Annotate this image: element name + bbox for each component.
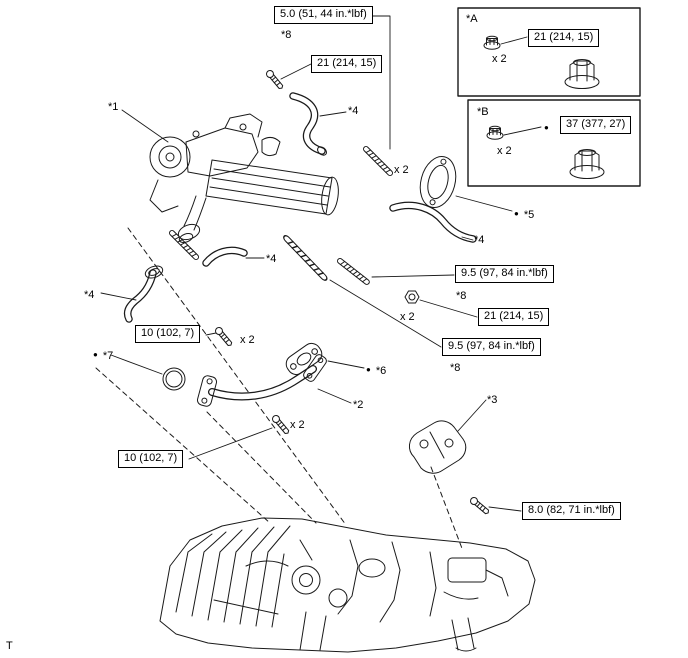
callout-5-text: *5 bbox=[523, 209, 535, 221]
part-nut-mid-icon bbox=[404, 290, 420, 304]
callout-2: *2 bbox=[353, 399, 364, 411]
callout-8-lower: *8 bbox=[450, 362, 461, 374]
x2-stud-top: x 2 bbox=[394, 164, 409, 176]
part-stud-top-icon bbox=[361, 144, 395, 178]
part-stud-long-icon bbox=[281, 233, 329, 283]
group-box-A bbox=[457, 7, 641, 97]
torque-spec-10-upper: 10 (102, 7) bbox=[135, 325, 201, 343]
callout-4-mid: *4 bbox=[266, 253, 277, 265]
part-stud-short-icon bbox=[335, 256, 371, 286]
bullet-icon: ● bbox=[93, 350, 98, 359]
torque-spec-37-boxB: 37 (377, 27) bbox=[560, 116, 632, 134]
callout-8-mid: *8 bbox=[456, 290, 467, 302]
callout-6-text: *6 bbox=[375, 365, 387, 377]
x2-bolt-lower: x 2 bbox=[290, 419, 305, 431]
torque-spec-21-mid: 21 (214, 15) bbox=[478, 308, 550, 326]
part-hose-mid bbox=[202, 246, 248, 267]
engine-illustration bbox=[159, 517, 536, 653]
callout-7-text: *7 bbox=[102, 350, 114, 362]
part-bolt-80-icon bbox=[468, 495, 491, 517]
callout-4-top: *4 bbox=[348, 105, 359, 117]
torque-spec-10-lower: 10 (102, 7) bbox=[118, 450, 184, 468]
torque-spec-21-top: 21 (214, 15) bbox=[311, 55, 383, 73]
callout-8-top: *8 bbox=[281, 29, 292, 41]
part-hose-left bbox=[123, 265, 164, 323]
install-path-lines bbox=[95, 227, 464, 552]
bullet-icon: ● bbox=[544, 123, 549, 132]
footer-mark: T bbox=[6, 640, 13, 652]
callout-B: *B bbox=[477, 106, 489, 118]
bullet-icon: ● bbox=[366, 365, 371, 374]
group-box-B bbox=[467, 99, 641, 187]
torque-spec-95-lower: 9.5 (97, 84 in.*lbf) bbox=[442, 338, 541, 356]
callout-1: *1 bbox=[108, 101, 119, 113]
callout-5: ● *5 bbox=[514, 207, 534, 222]
callout-4-left: *4 bbox=[84, 289, 95, 301]
part-egr-cooler-assembly bbox=[149, 113, 339, 243]
part-oring-icon bbox=[162, 367, 186, 391]
x2-boxA: x 2 bbox=[492, 53, 507, 65]
torque-spec-21-boxA: 21 (214, 15) bbox=[528, 29, 600, 47]
bullet-boxB: ● bbox=[544, 121, 554, 136]
torque-spec-80: 8.0 (82, 71 in.*lbf) bbox=[522, 502, 621, 520]
part-hose-right bbox=[389, 201, 477, 243]
callout-7: ● *7 bbox=[93, 348, 113, 363]
callout-A: *A bbox=[466, 13, 478, 25]
x2-boxB: x 2 bbox=[497, 145, 512, 157]
torque-spec-50-top: 5.0 (51, 44 in.*lbf) bbox=[274, 6, 373, 24]
part-bolt-10-upper-icon bbox=[213, 325, 235, 348]
x2-bolt-upper: x 2 bbox=[240, 334, 255, 346]
callout-6: ● *6 bbox=[366, 363, 386, 378]
leader-lines bbox=[100, 15, 542, 512]
part-bolt-top-icon bbox=[264, 68, 286, 91]
torque-spec-95-upper: 9.5 (97, 84 in.*lbf) bbox=[455, 265, 554, 283]
part-bolt-10-lower-icon bbox=[270, 413, 292, 436]
part-bracket-icon bbox=[409, 420, 467, 474]
part-hose-top bbox=[289, 92, 327, 156]
bullet-icon: ● bbox=[514, 209, 519, 218]
callout-4-right: *4 bbox=[474, 234, 485, 246]
part-gasket-5-icon bbox=[419, 156, 457, 208]
x2-nut-mid: x 2 bbox=[400, 311, 415, 323]
part-egr-pipe bbox=[196, 354, 327, 407]
callout-3: *3 bbox=[487, 394, 498, 406]
